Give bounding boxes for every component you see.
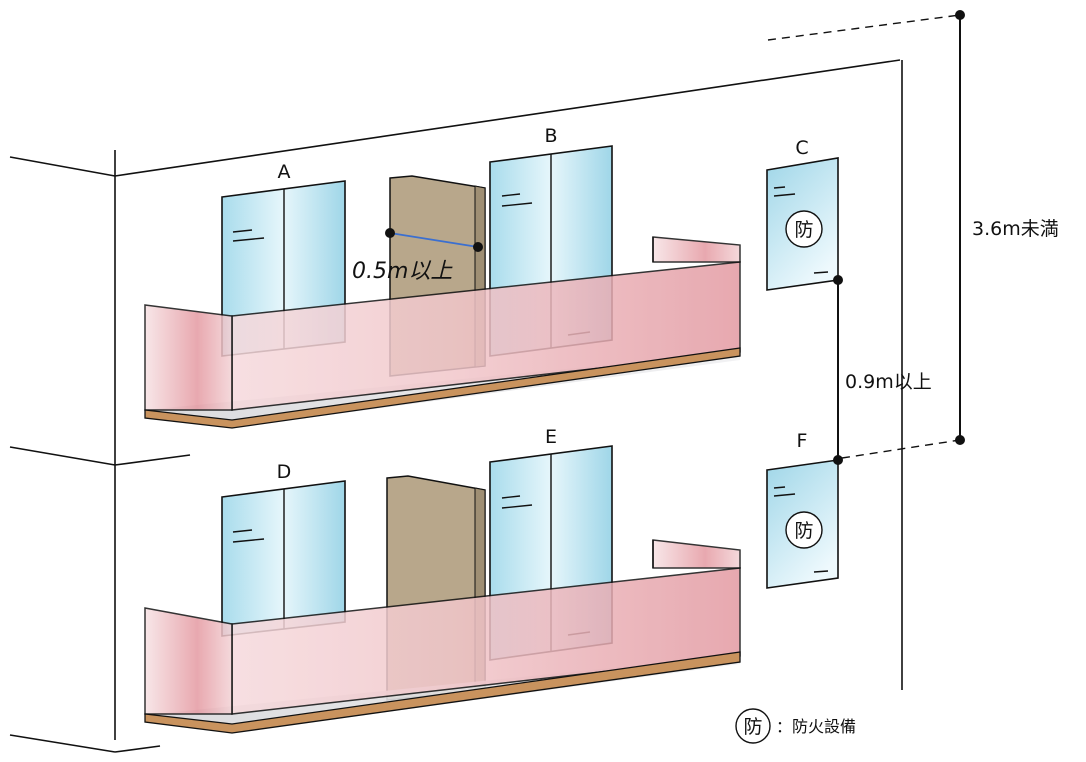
window-d bbox=[221, 480, 346, 637]
balcony-lower bbox=[144, 539, 741, 734]
legend-text: ：防火設備 bbox=[776, 717, 856, 736]
window-f: 防 bbox=[766, 459, 839, 589]
dimension-vertical-gap bbox=[833, 275, 843, 465]
dimension-floor-height bbox=[767, 10, 965, 459]
fire-equipment-mark-c bbox=[785, 210, 823, 248]
partition-width-label: 0.5m以上 bbox=[352, 259, 453, 284]
fire-mark-c-text: 防 bbox=[794, 219, 813, 241]
building-outline bbox=[9, 59, 903, 753]
label-a: A bbox=[278, 161, 291, 183]
label-b: B bbox=[544, 125, 557, 147]
label-c: C bbox=[795, 137, 808, 159]
label-f: F bbox=[797, 430, 808, 452]
legend-mark-text: 防 bbox=[743, 716, 762, 738]
label-e: E bbox=[545, 426, 557, 448]
fire-equipment-mark-f bbox=[785, 511, 823, 549]
vertical-gap-label: 0.9m以上 bbox=[845, 371, 932, 393]
balcony-upper bbox=[144, 236, 741, 429]
legend: 防 ：防火設備 bbox=[735, 708, 856, 744]
legend-fire-mark bbox=[735, 708, 771, 744]
label-d: D bbox=[277, 461, 292, 483]
window-c: 防 bbox=[766, 157, 839, 291]
floor-height-label: 3.6m未満 bbox=[972, 218, 1059, 240]
fire-mark-f-text: 防 bbox=[794, 520, 813, 542]
